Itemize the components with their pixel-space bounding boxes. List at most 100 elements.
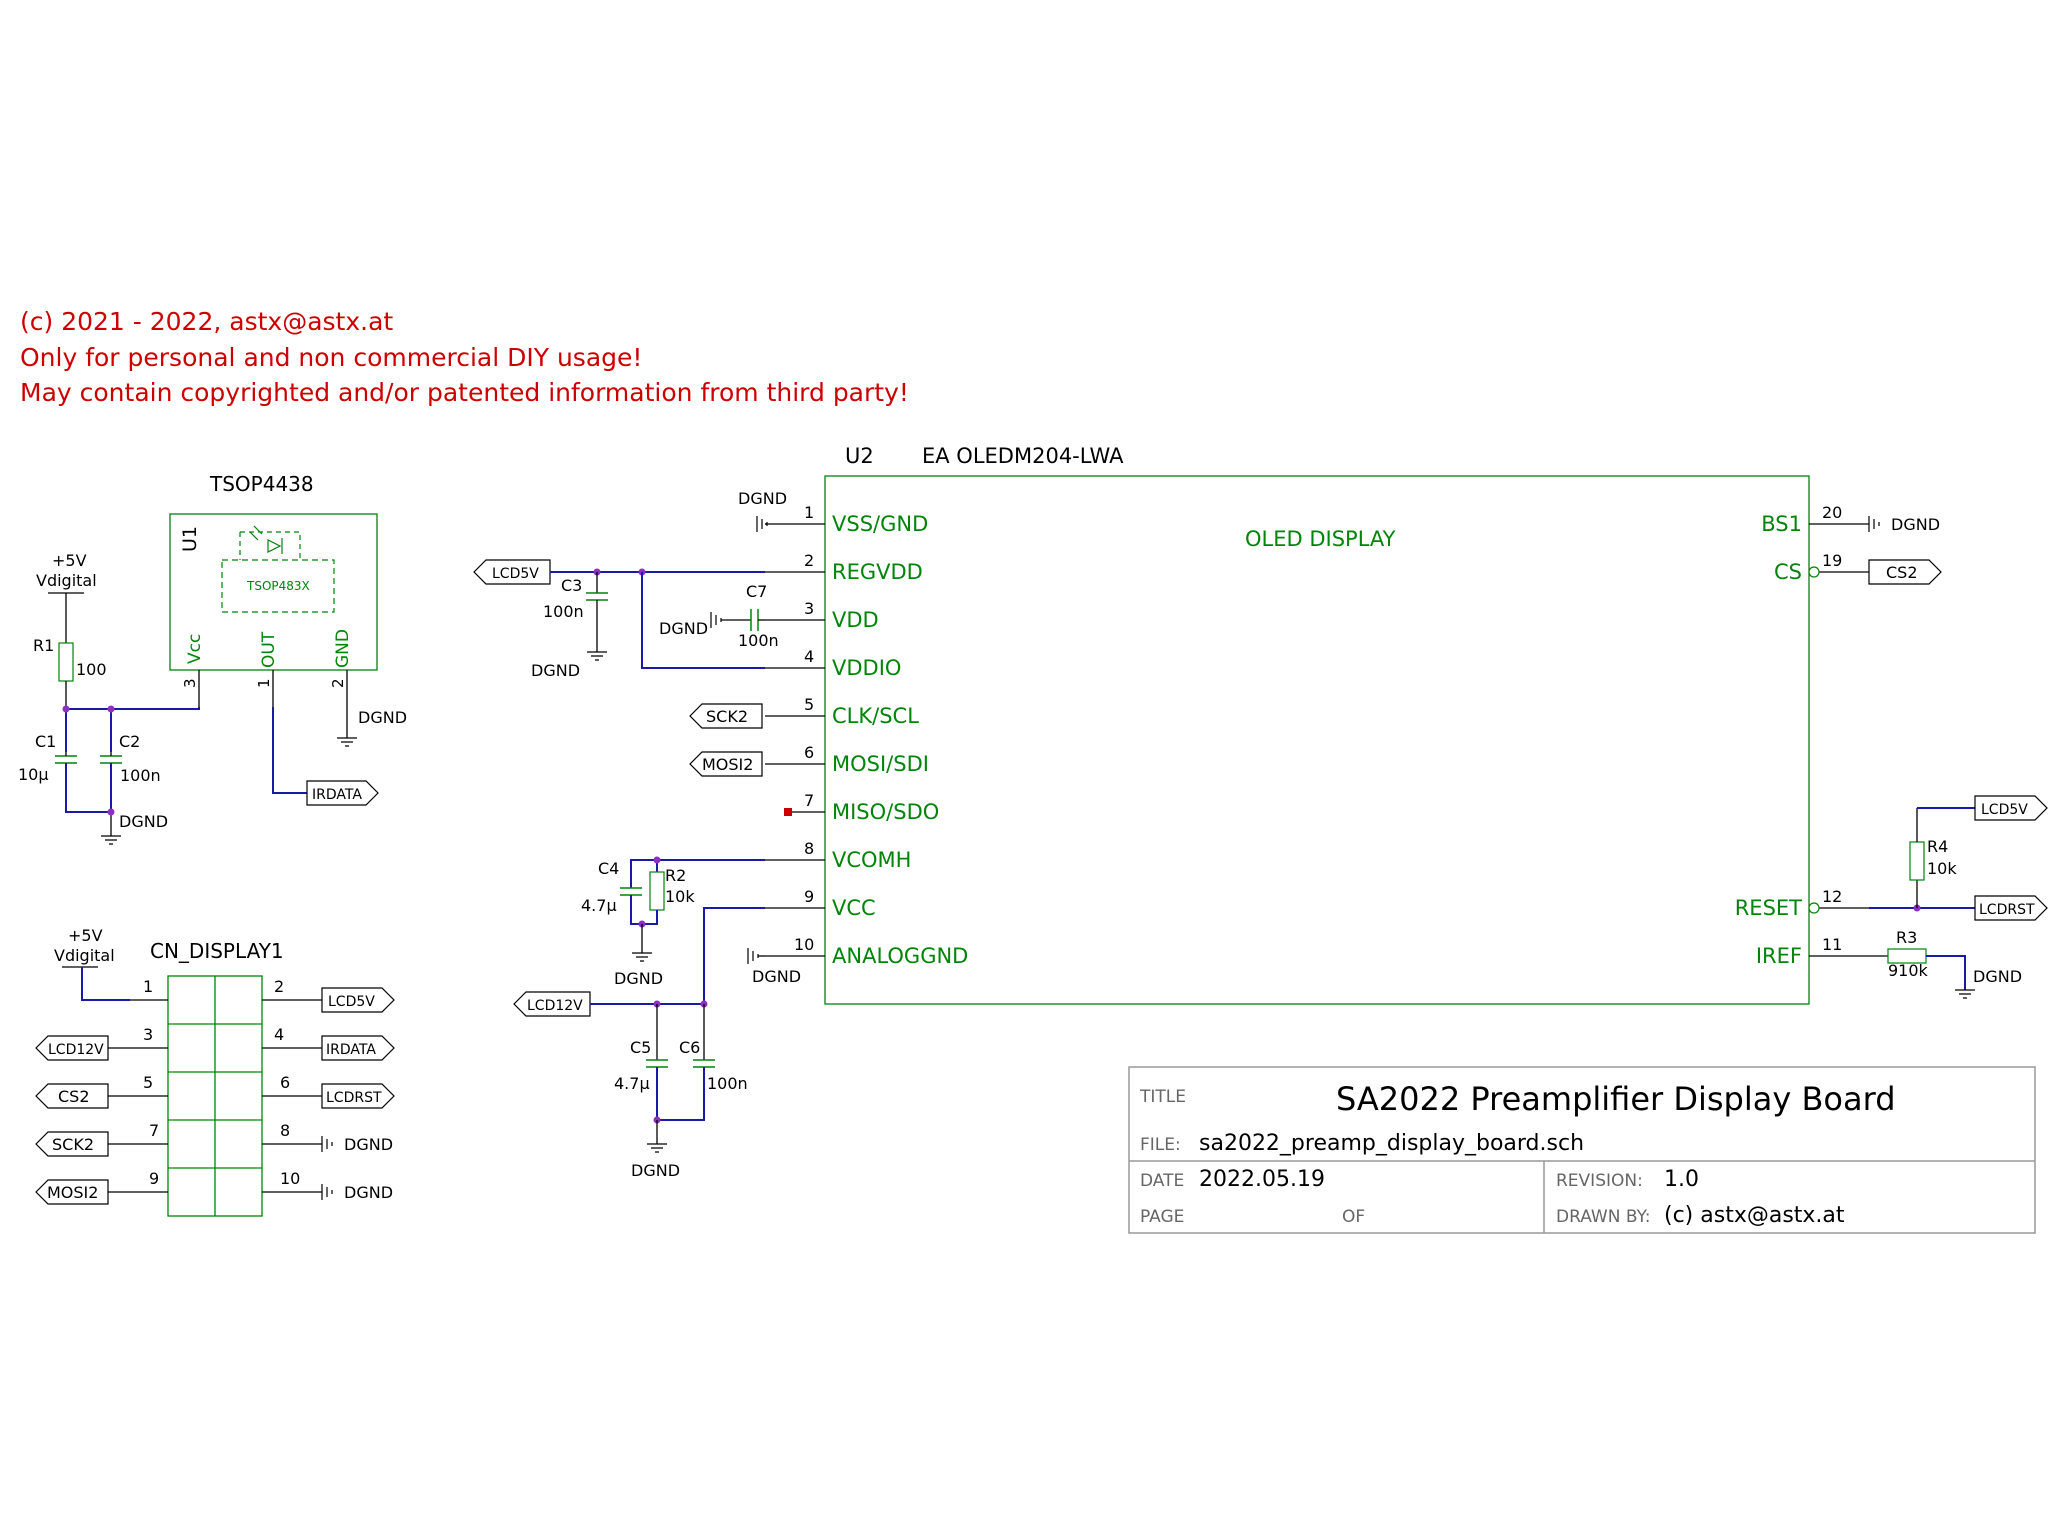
c2-ref: C2 (119, 732, 140, 751)
file-label: FILE: (1140, 1135, 1181, 1155)
ground-icon (747, 948, 759, 964)
connector-lcd5v-label: LCD5V (328, 994, 375, 1010)
u2-pin-num-19: 19 (1822, 551, 1842, 570)
u2-pin-num-6: 6 (804, 743, 814, 762)
r4-ref: R4 (1927, 837, 1948, 856)
r1-body (58, 642, 74, 682)
u2-pin-vcomh: VCOMH (832, 848, 911, 872)
u2-pin-num-1: 1 (804, 503, 814, 522)
drawn-by-value: (c) astx@astx.at (1664, 1203, 1845, 1228)
ground-icon (321, 1136, 333, 1152)
mosi2-flag (35, 1179, 109, 1205)
c7-dgnd-label: DGND (659, 619, 708, 638)
ground-icon (1955, 989, 1975, 999)
c1-c2-dgnd-label: DGND (119, 812, 168, 831)
unconnected-pin-marker (784, 808, 792, 816)
title-label: TITLE (1139, 1087, 1186, 1107)
u2-pin-bs1: BS1 (1761, 512, 1802, 536)
connector-cs2-label: CS2 (58, 1087, 90, 1106)
page-label: PAGE (1140, 1207, 1184, 1227)
notice-line-1: (c) 2021 - 2022, astx@astx.at (20, 307, 393, 336)
u1-pin-out: OUT (259, 631, 279, 668)
connector-5v-label: +5V (68, 926, 103, 945)
u2-pin-miso-sdo: MISO/SDO (832, 800, 939, 824)
r4-body (1909, 841, 1925, 881)
connector-lcd12v-label: LCD12V (48, 1042, 104, 1058)
ground-icon (337, 737, 357, 747)
c7-value: 100n (738, 631, 779, 650)
connector-pin-10: 10 (280, 1169, 300, 1188)
u1-pin-gnd: GND (333, 629, 353, 668)
connector-mosi2-label: MOSI2 (47, 1183, 98, 1202)
r2-value: 10k (665, 887, 695, 906)
drawn-by-label: DRAWN BY: (1556, 1207, 1650, 1227)
u2-vss-dgnd-label: DGND (738, 489, 787, 508)
cs2-flag (35, 1083, 109, 1109)
u2-pin-num-9: 9 (804, 887, 814, 906)
vcc-lcd12v-label: LCD12V (527, 998, 583, 1014)
connector-dgnd-label-8: DGND (344, 1135, 393, 1154)
connector-pin-5: 5 (143, 1073, 153, 1092)
title-block-frame (1128, 1066, 2036, 1234)
c6-ref: C6 (679, 1038, 700, 1057)
u2-center-label: OLED DISPLAY (1245, 527, 1396, 551)
r4-value: 10k (1927, 859, 1957, 878)
mosi-mosi2-label: MOSI2 (702, 755, 753, 774)
regvdd-lcd5v-label: LCD5V (492, 566, 539, 582)
connector-pin-4: 4 (274, 1025, 284, 1044)
r3-ref: R3 (1896, 928, 1917, 947)
connector-sck2-label: SCK2 (52, 1135, 94, 1154)
cs-cs2-label: CS2 (1886, 563, 1918, 582)
u2-pin-clk-scl: CLK/SCL (832, 704, 919, 728)
u2-ref: U2 (845, 444, 874, 468)
c4-value: 4.7µ (581, 896, 617, 915)
irdata-flag (306, 780, 379, 806)
notice-line-2: Only for personal and non commercial DIY… (20, 343, 642, 372)
connector-vdigital-label: Vdigital (54, 946, 115, 965)
u2-pin-vcc: VCC (832, 896, 876, 920)
title-block: TITLE SA2022 Preamplifier Display Board … (1128, 1066, 2036, 1234)
connector-pin-1: 1 (143, 977, 153, 996)
u2-right-circuit: DGND CS2 R4 10k LCD5V LCDRST R3 910k DGN… (1868, 515, 2048, 999)
ground-icon (1868, 516, 1880, 532)
r3-value: 910k (1888, 961, 1929, 980)
revision-value: 1.0 (1664, 1167, 1699, 1192)
c1-ref: C1 (35, 732, 56, 751)
c2-value: 100n (120, 766, 161, 785)
r1-ref: R1 (33, 636, 54, 655)
u1-pin-num-2: 2 (329, 678, 347, 688)
connector-pin-9: 9 (149, 1169, 159, 1188)
connector-irdata-label: IRDATA (326, 1042, 376, 1058)
of-label: OF (1342, 1207, 1365, 1227)
u2-pin-analoggnd: ANALOGGND (832, 944, 968, 968)
c3-dgnd-label: DGND (531, 661, 580, 680)
u2-pin-vdd: VDD (832, 608, 879, 632)
c1-value: 10µ (18, 765, 49, 784)
u2-pin-num-10: 10 (794, 935, 814, 954)
u2-pin-cs: CS (1774, 560, 1802, 584)
notice-line-3: May contain copyrighted and/or patented … (20, 378, 909, 407)
u1-dgnd-label: DGND (358, 708, 407, 727)
connector-pin-8: 8 (280, 1121, 290, 1140)
u2-pin-vss-gnd: VSS/GND (832, 512, 928, 536)
ground-icon (710, 612, 722, 628)
u1-value: TSOP4438 (209, 472, 314, 496)
u2-pin-num-7: 7 (804, 791, 814, 810)
u2-pin-num-3: 3 (804, 599, 814, 618)
cn-display1-connector: CN_DISPLAY1 +5V Vdigital 1 3 5 7 9 LCD12… (35, 926, 395, 1217)
ground-icon (321, 1184, 333, 1200)
mosi2-flag (689, 751, 763, 777)
u2-pin-num-20: 20 (1822, 503, 1842, 522)
c6-value: 100n (707, 1074, 748, 1093)
u2-pin-reset: RESET (1735, 896, 1802, 920)
r1-value: 100 (76, 660, 107, 679)
page-title: SA2022 Preamplifier Display Board (1336, 1080, 1896, 1118)
ir-supply-section: +5V Vdigital R1 100 C1 10µ C2 100n DGND … (18, 551, 407, 845)
photodiode-icon (249, 525, 283, 554)
connector-lcdrst-label: LCDRST (326, 1090, 382, 1106)
u2-pin-iref: IREF (1756, 944, 1802, 968)
connector-ref: CN_DISPLAY1 (150, 939, 284, 963)
ground-icon (587, 651, 607, 661)
u2-value: EA OLEDM204-LWA (922, 444, 1124, 468)
c4-ref: C4 (598, 859, 619, 878)
